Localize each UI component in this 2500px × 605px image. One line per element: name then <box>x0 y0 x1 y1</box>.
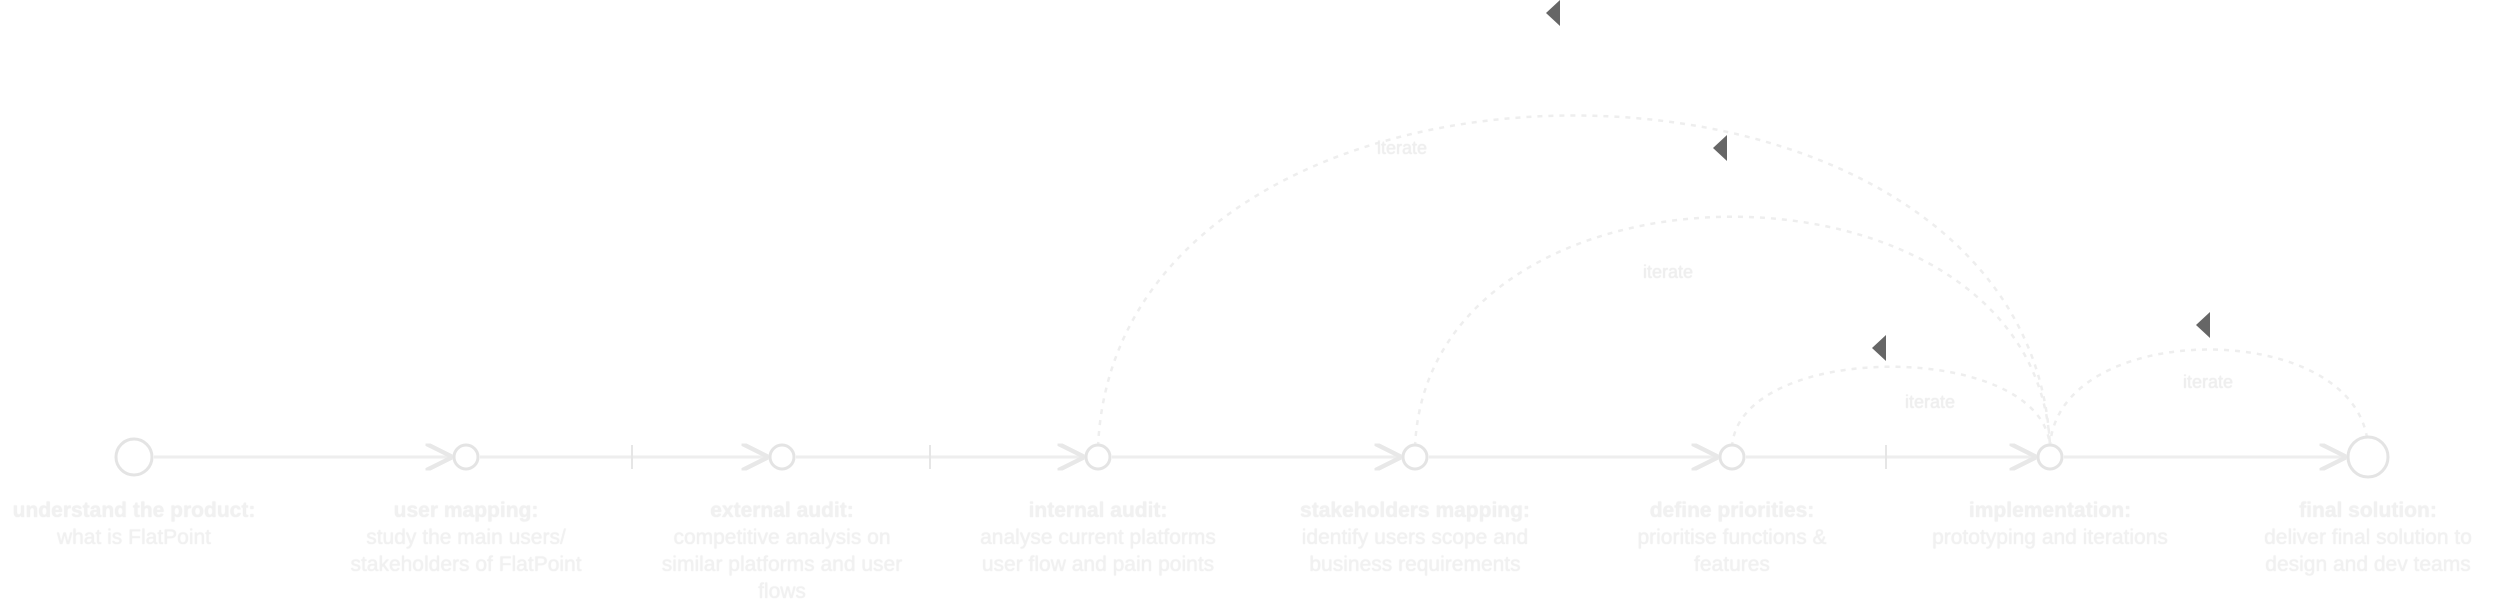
step-label-define-priorities: define priorities: prioritise functions … <box>1597 497 1867 578</box>
loop-arc <box>2048 348 2370 448</box>
step-title: understand the product: <box>12 499 256 522</box>
step-description: prioritise functions & features <box>1637 526 1827 576</box>
step-label-internal-audit: internal audit: analyse current platform… <box>963 497 1233 578</box>
loop-arc <box>1413 215 2052 448</box>
connector-layer <box>154 445 2344 469</box>
step-description: deliver final solution to design and dev… <box>2264 526 2472 576</box>
loop-arrowhead <box>1872 335 1886 361</box>
loop-label: iterate <box>1904 392 1956 412</box>
step-label-understand-product: understand the product: what is FlatPoin… <box>0 497 269 551</box>
step-node <box>2346 435 2390 479</box>
loop-arrowhead <box>2196 312 2210 338</box>
step-label-user-mapping: user mapping: study the main users/ stak… <box>331 497 601 578</box>
step-title: stakeholders mapping: <box>1300 499 1530 522</box>
loop-label: iterate <box>1642 262 1694 282</box>
step-node <box>1084 443 1112 471</box>
step-node <box>1401 443 1429 471</box>
step-node <box>114 437 154 477</box>
step-description: prototyping and iterations <box>1932 526 2168 549</box>
step-title: define priorities: <box>1649 499 1815 522</box>
node-layer <box>114 435 2390 479</box>
loop-arc <box>1096 114 2052 448</box>
step-label-implementation: implementation: prototyping and iteratio… <box>1915 497 2185 551</box>
step-description: competitive analysis on similar platform… <box>661 526 903 603</box>
step-node <box>1718 443 1746 471</box>
step-node <box>2036 443 2064 471</box>
step-description: analyse current platforms user flow and … <box>980 526 1216 576</box>
loop-label: iterate <box>1376 138 1428 158</box>
loop-arrowhead <box>1713 135 1727 161</box>
loop-label: iterate <box>2182 372 2234 392</box>
step-description: study the main users/ stakeholders of Fl… <box>350 526 582 576</box>
step-label-external-audit: external audit: competitive analysis on … <box>647 497 917 605</box>
step-title: final solution: <box>2299 499 2437 522</box>
step-description: what is FlatPoint <box>56 526 212 549</box>
step-node <box>768 443 796 471</box>
step-label-stakeholders-mapping: stakeholders mapping: identify users sco… <box>1280 497 1550 578</box>
loop-arrowhead <box>1546 0 1560 26</box>
step-label-final-solution: final solution: deliver final solution t… <box>2233 497 2500 578</box>
step-title: implementation: <box>1968 499 2132 522</box>
step-description: identify users scope and business requir… <box>1301 526 1529 576</box>
loop-layer <box>1096 0 2370 448</box>
step-title: external audit: <box>710 499 854 522</box>
step-title: internal audit: <box>1028 499 1168 522</box>
step-node <box>452 443 480 471</box>
loop-arc <box>1730 365 2052 448</box>
step-title: user mapping: <box>393 499 539 522</box>
